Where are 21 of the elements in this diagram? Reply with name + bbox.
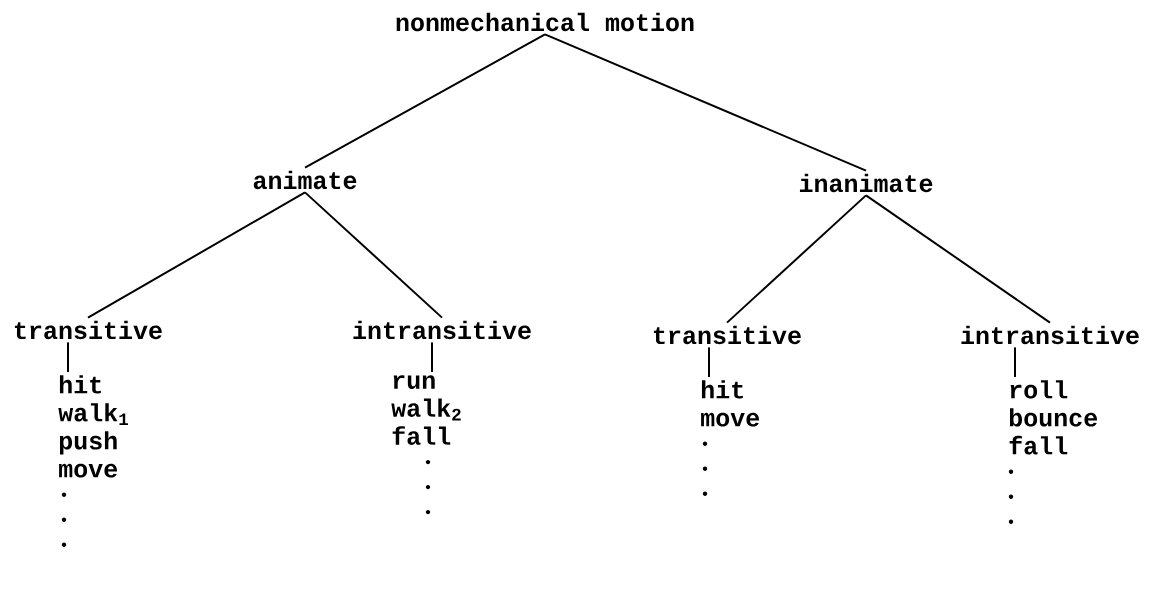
tree-label: transitive [653,325,801,345]
tree-label: animate [253,170,357,190]
tree-branch [1014,346,1016,378]
tree-label: nonmechanical motion [396,12,694,32]
tree-branch [304,191,443,319]
tree-branch [431,341,433,373]
tree-label: intransitive [353,320,531,340]
tree-branch [87,191,306,319]
tree-branch [67,341,69,373]
tree-label: intransitive [961,325,1139,345]
tree-branch [544,33,867,172]
tree-label: inanimate [799,173,933,193]
tree-label: transitive [14,320,162,340]
tree-label: run walk$_{2}$ fall [391,375,461,445]
tree-branch [726,194,867,324]
tree-label: roll bounce fall [1009,380,1097,455]
tree-label: hit move [701,380,759,427]
tree-label: hit walk$_{1}$ push move [58,375,128,478]
tree-branch [708,346,710,378]
tree-branch [304,33,546,169]
tree-branch [865,194,1051,324]
